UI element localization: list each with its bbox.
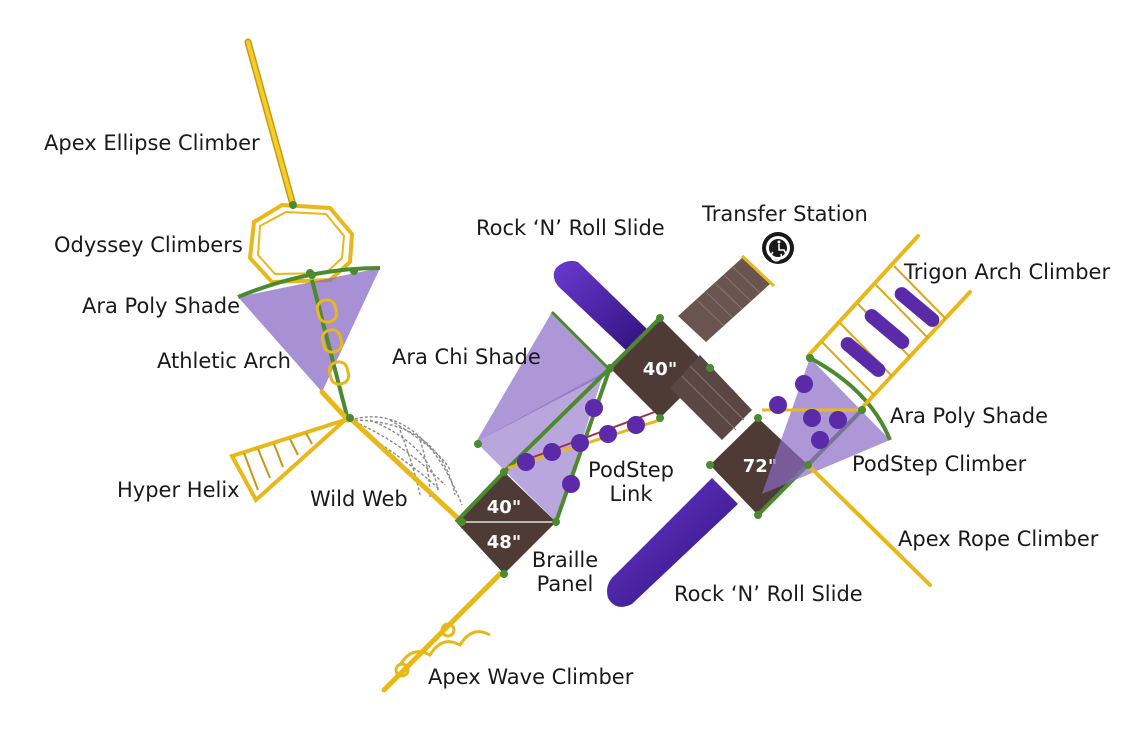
deck-bridge — [670, 355, 752, 440]
main-frame-yellow — [319, 389, 503, 693]
apex-rope-climber — [806, 463, 932, 587]
label-trigon-arch-climber: Trigon Arch Climber — [904, 260, 1111, 284]
label-apex-wave-climber: Apex Wave Climber — [428, 665, 634, 689]
deck-a-top-height: 40" — [487, 497, 521, 518]
label-ara-poly-shade-left: Ara Poly Shade — [82, 294, 241, 318]
label-braille-panel-line1: Braille — [531, 548, 599, 572]
label-apex-rope-climber: Apex Rope Climber — [898, 527, 1099, 551]
label-transfer-station: Transfer Station — [702, 202, 868, 226]
wild-web — [349, 416, 463, 506]
trigon-arch-climber — [806, 234, 972, 412]
label-podstep-link: PodStep Link — [586, 458, 676, 506]
label-hyper-helix: Hyper Helix — [117, 478, 240, 502]
label-braille-panel: Braille Panel — [520, 548, 610, 596]
label-wild-web: Wild Web — [310, 487, 408, 511]
label-ara-chi-shade: Ara Chi Shade — [392, 345, 541, 369]
apex-wave-climber — [394, 622, 491, 678]
athletic-arch — [310, 279, 351, 421]
ara-poly-shade-left — [237, 266, 381, 392]
label-podstep-climber: PodStep Climber — [852, 452, 1027, 476]
joints — [289, 201, 866, 578]
label-rock-n-roll-slide-bottom: Rock ‘N’ Roll Slide — [674, 582, 863, 606]
label-braille-panel-line2: Panel — [536, 572, 594, 596]
label-odyssey-climbers: Odyssey Climbers — [54, 233, 243, 257]
ara-poly-shade-right — [762, 356, 892, 494]
label-ara-poly-shade-right: Ara Poly Shade — [890, 404, 1049, 428]
label-podstep-link-line2: Link — [609, 482, 653, 506]
hyper-helix — [229, 418, 347, 504]
ara-chi-shade — [476, 310, 614, 522]
wheelchair-transfer-icon — [762, 232, 794, 264]
label-apex-ellipse-climber: Apex Ellipse Climber — [44, 131, 260, 155]
label-podstep-link-line1: PodStep — [588, 458, 674, 482]
label-rock-n-roll-slide-top: Rock ‘N’ Roll Slide — [476, 216, 665, 240]
deck-b-height: 40" — [643, 359, 677, 380]
transfer-station — [678, 254, 776, 342]
podstep-link — [507, 399, 661, 493]
apex-ellipse-climber — [244, 38, 297, 209]
podstep-climber — [762, 375, 860, 449]
rock-n-roll-slide-top — [553, 260, 650, 354]
deck-c-height: 72" — [743, 456, 777, 477]
rock-n-roll-slide-bottom — [607, 478, 738, 607]
deck-a-bottom-height: 48" — [487, 532, 521, 553]
label-athletic-arch: Athletic Arch — [157, 349, 291, 373]
